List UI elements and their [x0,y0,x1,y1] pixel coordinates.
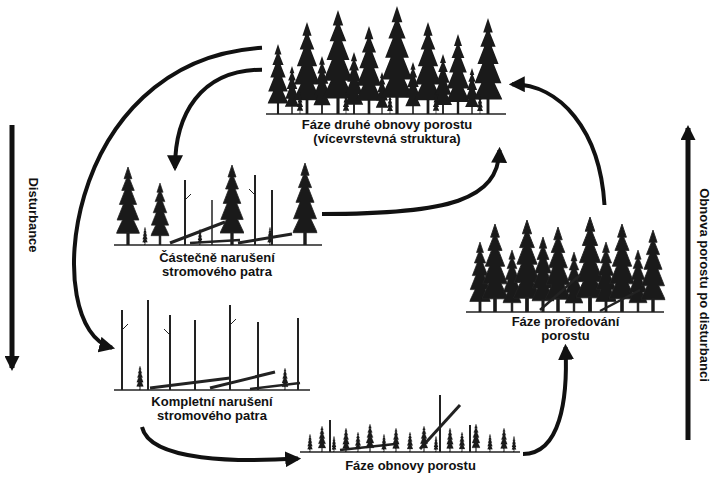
phase-caption: Fáze obnovy porostu [345,459,476,474]
regeneration-stand [300,395,520,452]
phase-node: Částečně narušení stromového patra [112,168,322,283]
cycle-arrow [74,48,262,348]
phase-node: Fáze druhé obnovy porostu (vícevrstevná … [262,4,512,150]
complete-disturbance-stand [114,300,310,390]
disturbance-arrow [10,125,15,368]
phase-node: Fáze obnovy porostu [298,385,523,477]
axis-label: Obnova porostu po disturbanci [697,188,712,382]
cycle-arrow [142,427,298,460]
multi-layer-stand [266,6,506,114]
recovery-arrow [686,128,691,440]
cycle-arrow [523,347,566,454]
phase-caption: Částečně narušení stromového patra [147,251,287,280]
phase-node: Kompletní narušení stromového patra [112,305,312,427]
cycle-arrow [175,70,262,168]
phase-caption: Fáze proředování porostu [503,315,628,344]
thinning-stand [466,217,665,312]
phase-caption: Kompletní narušení stromového patra [137,395,287,424]
cycle-arrow [322,150,500,214]
phase-node: Fáze proředování porostu [468,205,663,347]
cycle-arrow [512,84,605,205]
partial-disturbance-stand [114,163,322,245]
phase-caption: Fáze druhé obnovy porostu (vícevrstevná … [292,118,482,147]
axis-label: Disturbance [26,177,41,252]
